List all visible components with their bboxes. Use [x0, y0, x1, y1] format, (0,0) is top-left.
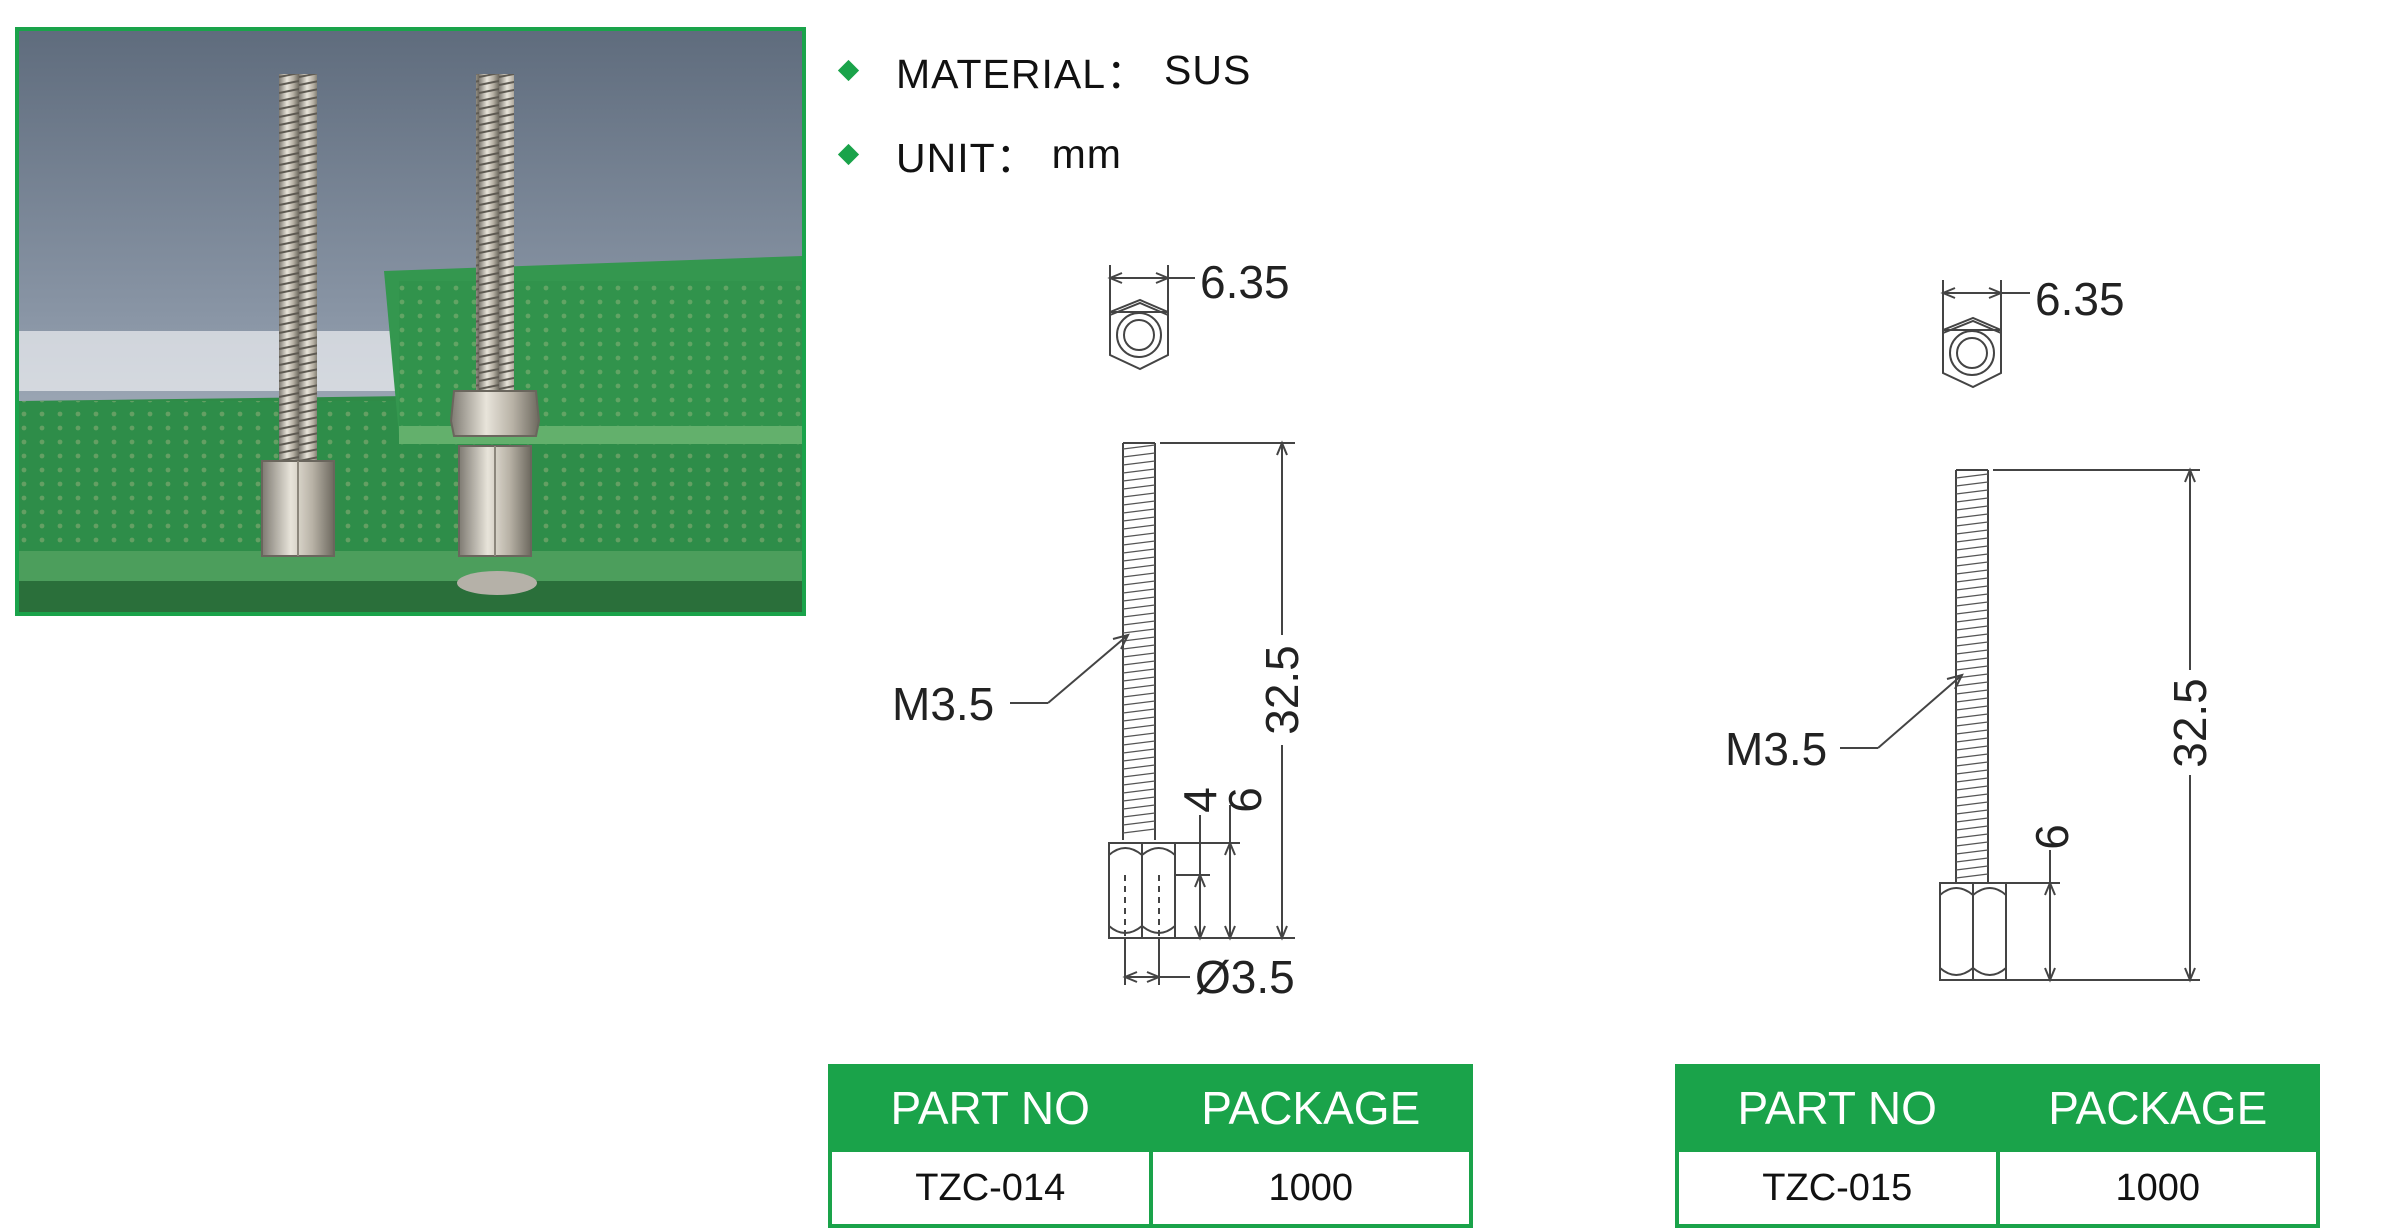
dim-hole-diameter: Ø3.5	[1195, 951, 1295, 1003]
cell-package: 1000	[1148, 1148, 1473, 1228]
dim-hex-width: 6.35	[1200, 256, 1290, 308]
header-package: PACKAGE	[1148, 1064, 1473, 1152]
table-header-row: PART NO PACKAGE	[1675, 1064, 2320, 1152]
diamond-bullet-icon	[837, 59, 860, 81]
table-header-row: PART NO PACKAGE	[828, 1064, 1473, 1152]
dim-hex-width: 6.35	[2035, 273, 2125, 325]
dim-length: 32.5	[2164, 678, 2216, 768]
product-photo	[15, 27, 806, 616]
spec-unit-label: UNIT：	[896, 135, 1038, 181]
dim-thread: M3.5	[892, 678, 994, 730]
cell-package: 1000	[1995, 1148, 2320, 1228]
cell-part-no: TZC-015	[1675, 1148, 2000, 1228]
spec-unit-value: mm	[1051, 130, 1122, 177]
dim-length: 32.5	[1256, 645, 1308, 735]
standoff-photo-illustration	[19, 31, 802, 612]
table-row: TZC-015 1000	[1675, 1148, 2320, 1228]
spec-material-value: SUS	[1164, 46, 1252, 93]
technical-drawing-tzc-014: 6.35 M3.5 32.5 6 4 Ø3.5	[892, 256, 1308, 1003]
header-package: PACKAGE	[1995, 1064, 2320, 1152]
dim-hex-height: 6	[1219, 787, 1271, 813]
part-table-1: PART NO PACKAGE TZC-014 1000	[828, 1064, 1473, 1228]
header-part-no: PART NO	[828, 1064, 1153, 1152]
spec-unit: UNIT： mm	[835, 124, 1122, 184]
diamond-bullet-icon	[837, 143, 860, 165]
spec-material-label: MATERIAL：	[896, 51, 1148, 97]
part-table-2: PART NO PACKAGE TZC-015 1000	[1675, 1064, 2320, 1228]
header-part-no: PART NO	[1675, 1064, 2000, 1152]
spec-material: MATERIAL： SUS	[835, 40, 1251, 100]
technical-drawing-tzc-015: 6.35 M3.5 32.5 6	[1725, 273, 2216, 983]
dim-hex-height: 6	[2026, 824, 2078, 850]
table-row: TZC-014 1000	[828, 1148, 1473, 1228]
cell-part-no: TZC-014	[828, 1148, 1153, 1228]
dim-thread: M3.5	[1725, 723, 1827, 775]
dim-depth: 4	[1174, 787, 1226, 813]
